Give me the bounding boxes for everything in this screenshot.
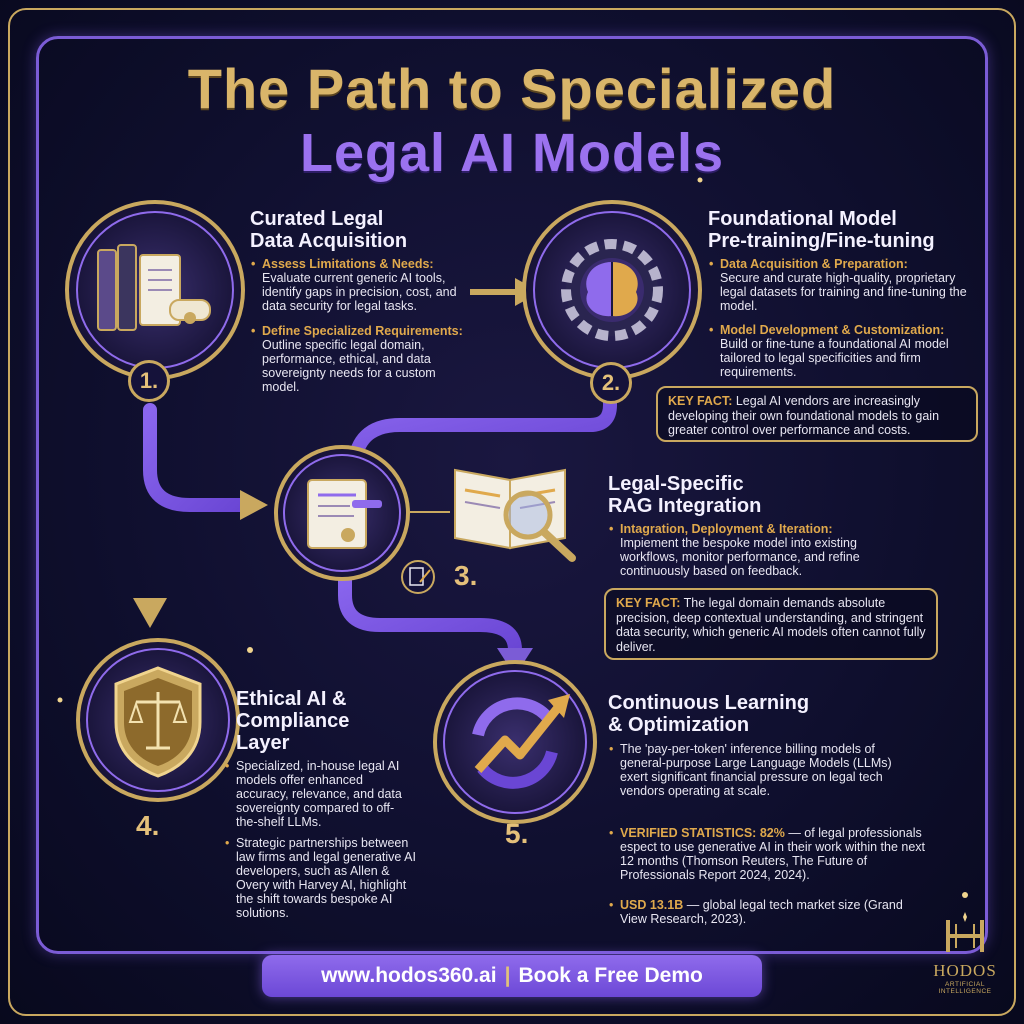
step-2-item-2-label: Model Development & Customization: bbox=[709, 323, 944, 337]
step-5-circle bbox=[433, 660, 597, 824]
step-1-item-1-text: Evaluate current generic AI tools, ident… bbox=[262, 271, 457, 313]
step-2-item-2-text: Build or fine-tune a foundational AI mod… bbox=[720, 337, 949, 379]
step-4-item-1-text: Specialized, in-house legal AI models of… bbox=[225, 759, 406, 829]
step-1-item-2-text: Outline specific legal domain, performan… bbox=[262, 338, 436, 394]
page-subtitle: Legal AI Models bbox=[299, 123, 725, 183]
website-link[interactable]: www.hodos360.ai bbox=[321, 964, 497, 987]
verified-statistics-text: — of legal professionals espect to use g… bbox=[620, 826, 926, 882]
step-4-number: 4. bbox=[136, 810, 160, 841]
step-1-item-1-label: Assess Limitations & Needs: bbox=[251, 257, 434, 271]
step-4-item-2-text: Strategic partnerships between law firms… bbox=[225, 836, 426, 920]
gear-brain-icon bbox=[561, 239, 663, 341]
sparkle-decorations bbox=[57, 177, 968, 898]
step-1-number: 1. bbox=[128, 360, 170, 402]
step-2-item-1-label: Data Acquisition & Preparation: bbox=[709, 257, 908, 271]
cycle-growth-arrow-icon bbox=[472, 694, 570, 789]
books-scroll-icon bbox=[97, 244, 211, 331]
connector-1-to-3 bbox=[143, 403, 252, 512]
document-magnifier-icon bbox=[454, 468, 576, 562]
step-5-item-3: USD 13.1B — global legal tech market siz… bbox=[609, 898, 920, 926]
logo-tagline: ARTIFICIAL INTELLIGENCE bbox=[938, 981, 992, 995]
step-2-number: 2. bbox=[590, 362, 632, 404]
connector-2-to-3 bbox=[348, 393, 617, 467]
step-5-number: 5. bbox=[505, 818, 529, 849]
book-demo-link[interactable]: Book a Free Demo bbox=[518, 964, 703, 987]
step-5-item-1-text: The 'pay-per-token' inference billing mo… bbox=[609, 742, 920, 798]
step-2-key-fact: KEY FACT: Legal AI vendors are increasin… bbox=[656, 386, 978, 442]
hodos-monogram-icon bbox=[946, 912, 984, 952]
step-3-item-1-label: Intagration, Deployment & Iteration: bbox=[609, 522, 832, 536]
shield-scales-icon bbox=[114, 666, 202, 778]
step-3-number: 3. bbox=[454, 560, 478, 591]
page-title: The Path to Specialized bbox=[187, 57, 837, 120]
footer-separator: | bbox=[504, 964, 511, 987]
arrowhead-to-step-4 bbox=[133, 598, 167, 628]
step-3-key-fact: KEY FACT: The legal domain demands absol… bbox=[604, 588, 938, 660]
document-stack-icon bbox=[307, 479, 382, 549]
verified-statistics-label: VERIFIED STATISTICS: 82% bbox=[620, 826, 785, 840]
step-5-item-2: VERIFIED STATISTICS: 82% — of legal prof… bbox=[609, 826, 940, 882]
connector-3-to-5 bbox=[338, 568, 522, 657]
market-size-label: USD 13.1B bbox=[620, 898, 684, 912]
edit-document-icon bbox=[401, 560, 435, 594]
logo-wordmark: HODOS bbox=[933, 961, 997, 980]
footer-cta-bar[interactable]: www.hodos360.ai | Book a Free Demo bbox=[262, 955, 762, 997]
arrowhead-to-step-3 bbox=[240, 490, 268, 520]
step-2-item-1-text: Secure and curate high-quality, propriet… bbox=[720, 271, 967, 313]
step-3-item-1-text: Impiement the bespoke model into existin… bbox=[620, 536, 860, 578]
market-size-text: — global legal tech market size (Grand V… bbox=[620, 898, 903, 926]
step-1-item-2-label: Define Specialized Requirements: bbox=[251, 324, 463, 338]
step-5-heading: Continuous Learning& Optimization bbox=[608, 692, 810, 736]
hodos-logo: HODOS ARTIFICIAL INTELLIGENCE bbox=[920, 912, 1010, 995]
